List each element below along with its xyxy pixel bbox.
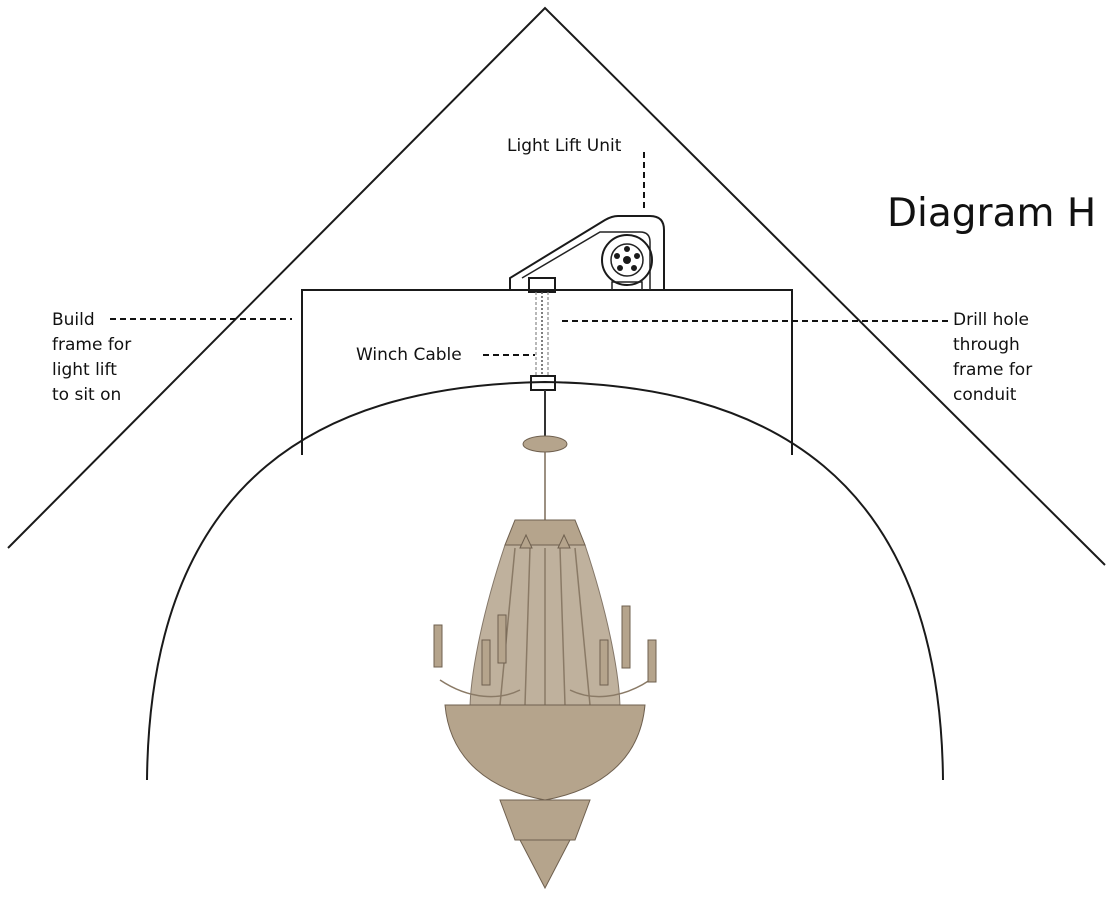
label-build-frame-line4: to sit on [52,385,121,405]
roof-gable [8,8,1105,565]
label-build-frame-line3: light lift [52,360,117,380]
label-build-frame-line1: Build [52,310,95,330]
conduit [529,278,555,390]
label-build-frame-line2: frame for [52,335,131,355]
label-winch-cable: Winch Cable [356,345,462,365]
diagram-title: Diagram H [887,191,1096,236]
label-light-lift-unit: Light Lift Unit [507,136,622,156]
label-drill-hole-line4: conduit [953,385,1017,405]
label-drill-hole-line1: Drill hole [953,310,1029,330]
label-drill-hole-line2: through [953,335,1020,355]
winch-drum [602,235,652,290]
label-drill-hole-line3: frame for [953,360,1032,380]
chandelier [434,390,656,888]
frame-box [302,290,792,455]
